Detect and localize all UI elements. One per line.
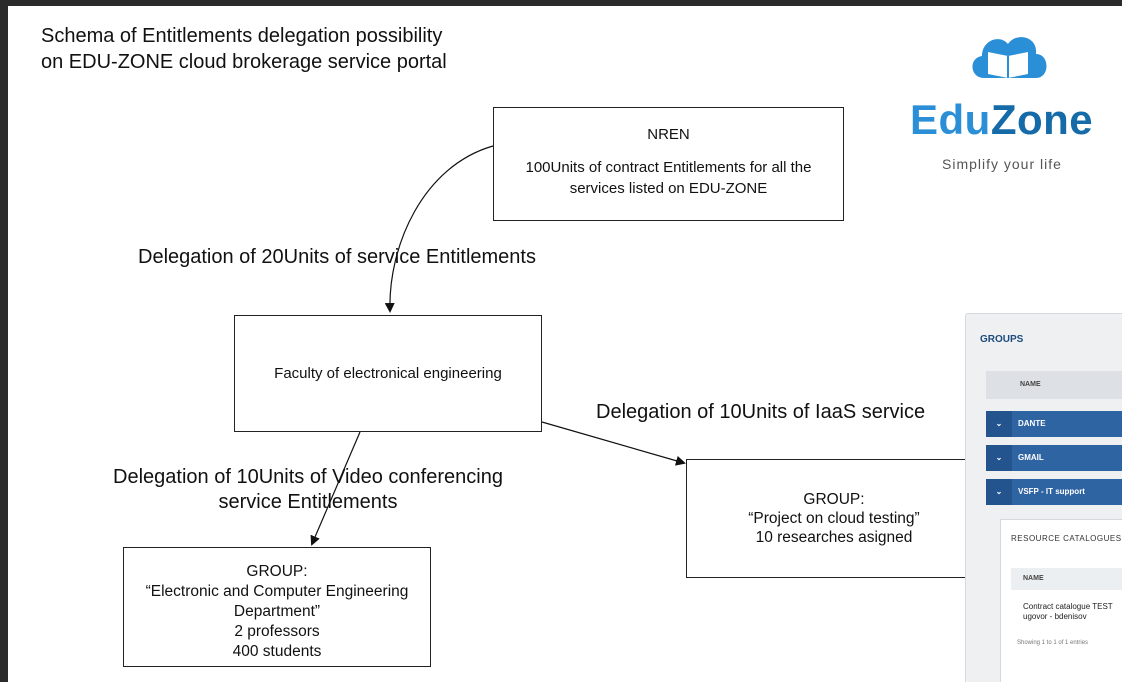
nren-heading: NREN (647, 126, 690, 143)
chevron-down-icon[interactable]: ⌄ (986, 445, 1012, 471)
catalogue-name-column-header: NAME (1011, 568, 1122, 590)
ece-group-line-4: 2 professors (234, 623, 320, 640)
logo-wordmark: EduZone (910, 96, 1093, 144)
eduzone-logo: EduZone Simplify your life (908, 28, 1122, 188)
cloud-group-line-1: GROUP: (803, 491, 865, 508)
edge-label-faculty-to-cloud: Delegation of 10Units of IaaS service (596, 401, 926, 423)
catalogue-cell-line-2: ugovor - bdenisov (1023, 612, 1087, 621)
edge-label-nren-to-faculty: Delegation of 20Units of service Entitle… (138, 246, 536, 268)
group-row-gmail[interactable]: ⌄ GMAIL (986, 445, 1122, 471)
ece-group-line-1: GROUP: (246, 563, 308, 580)
ece-group-line-5: 400 students (232, 643, 322, 660)
slide: Schema of Entitlements delegation possib… (8, 6, 1122, 682)
edge-label-faculty-to-ece-line-2: service Entitlements (218, 491, 398, 513)
faculty-node: Faculty of electronical engineering (234, 315, 542, 432)
diagram-title-line-1: Schema of Entitlements delegation possib… (41, 25, 443, 47)
resource-catalogues-panel: RESOURCE CATALOGUES NAME Contract catalo… (1000, 519, 1122, 682)
cloud-book-icon (972, 37, 1047, 78)
groups-name-column-header: NAME (986, 371, 1122, 399)
nren-node: NREN 100Units of contract Entitlements f… (493, 107, 844, 221)
ece-group-line-3: Department” (233, 603, 321, 620)
edge-label-faculty-to-ece: Delegation of 10Units of Video conferenc… (83, 465, 533, 515)
arrow-faculty-to-ece-group (310, 431, 361, 546)
resource-catalogues-title: RESOURCE CATALOGUES (1011, 534, 1122, 543)
chevron-down-icon[interactable]: ⌄ (986, 479, 1012, 505)
group-row-dante[interactable]: ⌄ DANTE (986, 411, 1122, 437)
arrow-nren-to-faculty (384, 145, 494, 313)
edge-label-faculty-to-ece-line-1: Delegation of 10Units of Video conferenc… (113, 466, 503, 488)
faculty-label: Faculty of electronical engineering (274, 365, 502, 382)
group-row-label: VSFP - IT support (1018, 487, 1085, 496)
group-row-label: GMAIL (1018, 453, 1044, 462)
arrow-faculty-to-cloud-group (541, 421, 686, 466)
catalogue-cell-line-1: Contract catalogue TEST (1023, 602, 1113, 611)
group-row-label: DANTE (1018, 419, 1046, 428)
catalogue-row[interactable]: Contract catalogue TEST ugovor - bdeniso… (1023, 602, 1122, 622)
ece-group-line-2: “Electronic and Computer Engineering (145, 583, 409, 600)
logo-tagline: Simplify your life (942, 156, 1062, 172)
nren-desc-line-2: services listed on EDU-ZONE (569, 180, 768, 197)
ece-department-group-node: GROUP: “Electronic and Computer Engineer… (123, 547, 431, 667)
portal-screenshot-groups-panel: GROUPS NAME ⌄ DANTE ⌄ GMAIL ⌄ VSFP - IT sup… (965, 313, 1122, 682)
entries-count-text: Showing 1 to 1 of 1 entries (1017, 640, 1089, 646)
cloud-testing-group-node: GROUP: “Project on cloud testing” 10 res… (686, 459, 982, 578)
cloud-group-line-3: 10 researches asigned (755, 529, 913, 546)
logo-word-zone: Zone (990, 96, 1094, 143)
groups-title: GROUPS (980, 334, 1024, 345)
delegation-arrows (310, 145, 686, 546)
chevron-down-icon[interactable]: ⌄ (986, 411, 1012, 437)
logo-word-edu: Edu (910, 96, 991, 143)
diagram-title: Schema of Entitlements delegation possib… (41, 23, 447, 75)
nren-desc-line-1: 100Units of contract Entitlements for al… (525, 159, 812, 176)
cloud-group-line-2: “Project on cloud testing” (748, 510, 920, 527)
group-row-vsfp-it-support[interactable]: ⌄ VSFP - IT support (986, 479, 1122, 505)
diagram-title-line-2: on EDU-ZONE cloud brokerage service port… (41, 51, 447, 73)
